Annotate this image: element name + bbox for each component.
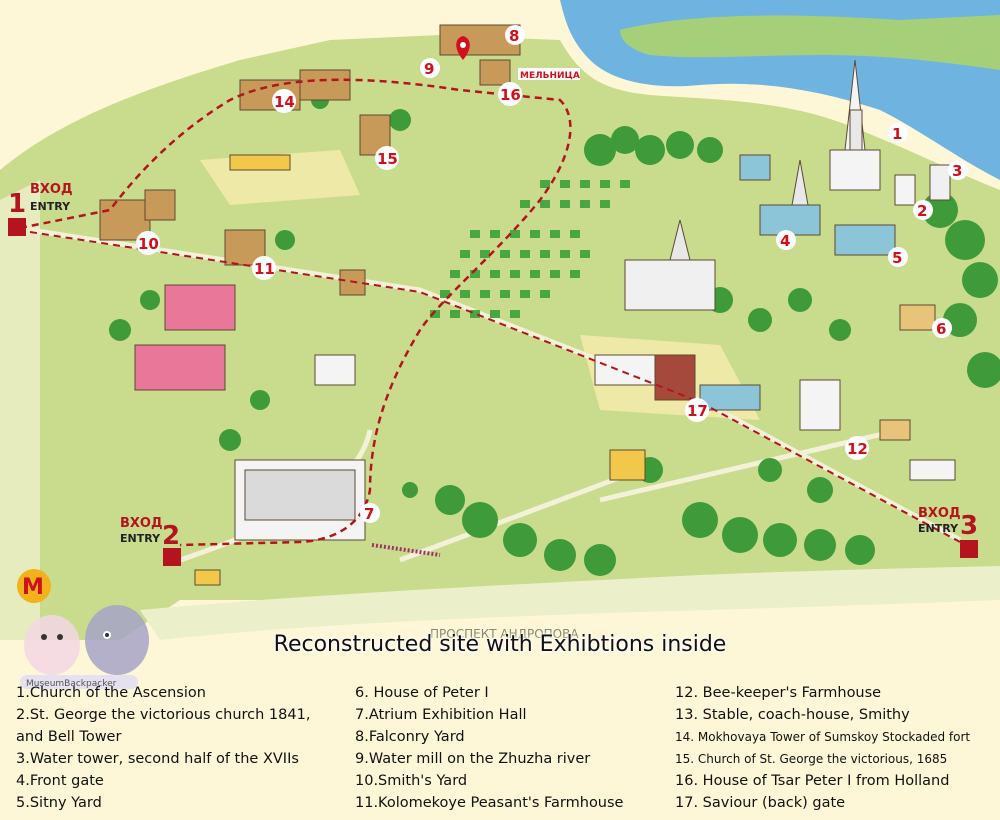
marker-4[interactable]: 4 bbox=[780, 232, 790, 250]
legend-item: 13. Stable, coach-house, Smithy bbox=[675, 707, 910, 723]
marker-15[interactable]: 15 bbox=[377, 150, 398, 168]
svg-text:М: М bbox=[22, 575, 44, 600]
legend-item: 11.Kolomekoye Peasant's Farmhouse bbox=[355, 795, 624, 811]
legend-item: 9.Water mill on the Zhuzha river bbox=[355, 751, 591, 767]
buildings bbox=[99, 24, 956, 586]
entry-1-en: ENTRY bbox=[30, 200, 71, 213]
marker-6[interactable]: 6 bbox=[936, 320, 946, 338]
park-map: 1 ВХОД ENTRY 2 ВХОД ENTRY 3 ВХОД ENTRY 1… bbox=[0, 0, 1000, 640]
legend-item: 1.Church of the Ascension bbox=[16, 685, 206, 701]
road-label: ПРОСПЕКТ АНДРОПОВА bbox=[430, 627, 579, 640]
marker-7[interactable]: 7 bbox=[364, 505, 374, 523]
entry-1-ru: ВХОД bbox=[30, 182, 73, 197]
legend-item: 8.Falconry Yard bbox=[355, 729, 465, 745]
orchard bbox=[430, 180, 630, 318]
marker-9[interactable]: 9 bbox=[424, 60, 434, 78]
watermark-mascot: MuseumBackpacker bbox=[20, 605, 149, 689]
legend-item: 12. Bee-keeper's Farmhouse bbox=[675, 685, 882, 701]
legend-column-1: 1.Church of the Ascension 2.St. George t… bbox=[16, 682, 310, 814]
watermark-text: MuseumBackpacker bbox=[26, 679, 117, 689]
legend-item: 5.Sitny Yard bbox=[16, 795, 102, 811]
metro-logo: М bbox=[17, 569, 51, 603]
bottom-road bbox=[140, 566, 1000, 640]
entry-3-en: ENTRY bbox=[918, 522, 959, 535]
marker-1[interactable]: 1 bbox=[892, 125, 902, 143]
legend-item: 7.Atrium Exhibition Hall bbox=[355, 707, 527, 723]
marker-11[interactable]: 11 bbox=[254, 260, 275, 278]
map-caption: Reconstructed site with Exhibtions insid… bbox=[273, 632, 727, 657]
marker-10[interactable]: 10 bbox=[138, 235, 159, 253]
legend-item: 17. Saviour (back) gate bbox=[675, 795, 846, 811]
entry-3-ru: ВХОД bbox=[918, 506, 961, 521]
legend-item: 10.Smith's Yard bbox=[355, 773, 468, 789]
legend-column-3: 12. Bee-keeper's Farmhouse 13. Stable, c… bbox=[675, 682, 970, 814]
entry-2-number: 2 bbox=[162, 521, 180, 551]
entry-2[interactable]: 2 ВХОД ENTRY bbox=[120, 516, 181, 566]
legend-item: 2.St. George the victorious church 1841, bbox=[16, 707, 311, 723]
river-far-bank bbox=[620, 15, 1000, 70]
legend-item: 14. Mokhovaya Tower of Sumskoy Stockaded… bbox=[675, 730, 971, 744]
legend-item: 16. House of Tsar Peter I from Holland bbox=[675, 773, 950, 789]
legend-item: 6. House of Peter I bbox=[355, 685, 489, 701]
tour-path bbox=[19, 78, 572, 547]
marker-5[interactable]: 5 bbox=[892, 249, 902, 267]
entry-3[interactable]: 3 ВХОД ENTRY bbox=[918, 506, 978, 558]
legend-item: 3.Water tower, second half of the XVIIs bbox=[16, 751, 299, 767]
marker-16[interactable]: 16 bbox=[500, 86, 521, 104]
marker-14[interactable]: 14 bbox=[274, 93, 295, 111]
marker-8[interactable]: 8 bbox=[509, 27, 519, 45]
marker-17[interactable]: 17 bbox=[687, 402, 708, 420]
marker-3[interactable]: 3 bbox=[952, 162, 962, 180]
legend-item: and Bell Tower bbox=[16, 729, 122, 745]
legend-item: 4.Front gate bbox=[16, 773, 104, 789]
legend-column-2: 6. House of Peter I 7.Atrium Exhibition … bbox=[355, 682, 623, 814]
legend-item: 15. Church of St. George the victorious,… bbox=[675, 752, 948, 766]
entry-3-number: 3 bbox=[960, 511, 978, 541]
marker-12[interactable]: 12 bbox=[847, 440, 868, 458]
mill-label: МЕЛЬНИЦА bbox=[520, 71, 580, 81]
entry-2-en: ENTRY bbox=[120, 532, 161, 545]
entry-1[interactable]: 1 ВХОД ENTRY bbox=[8, 182, 73, 236]
entry-1-number: 1 bbox=[8, 189, 26, 219]
location-pin-icon bbox=[456, 36, 470, 60]
marker-2[interactable]: 2 bbox=[917, 202, 927, 220]
map-markers: 1 2 3 4 5 6 7 8 9 10 11 12 14 15 16 17 bbox=[136, 25, 968, 523]
entry-2-ru: ВХОД bbox=[120, 516, 163, 531]
